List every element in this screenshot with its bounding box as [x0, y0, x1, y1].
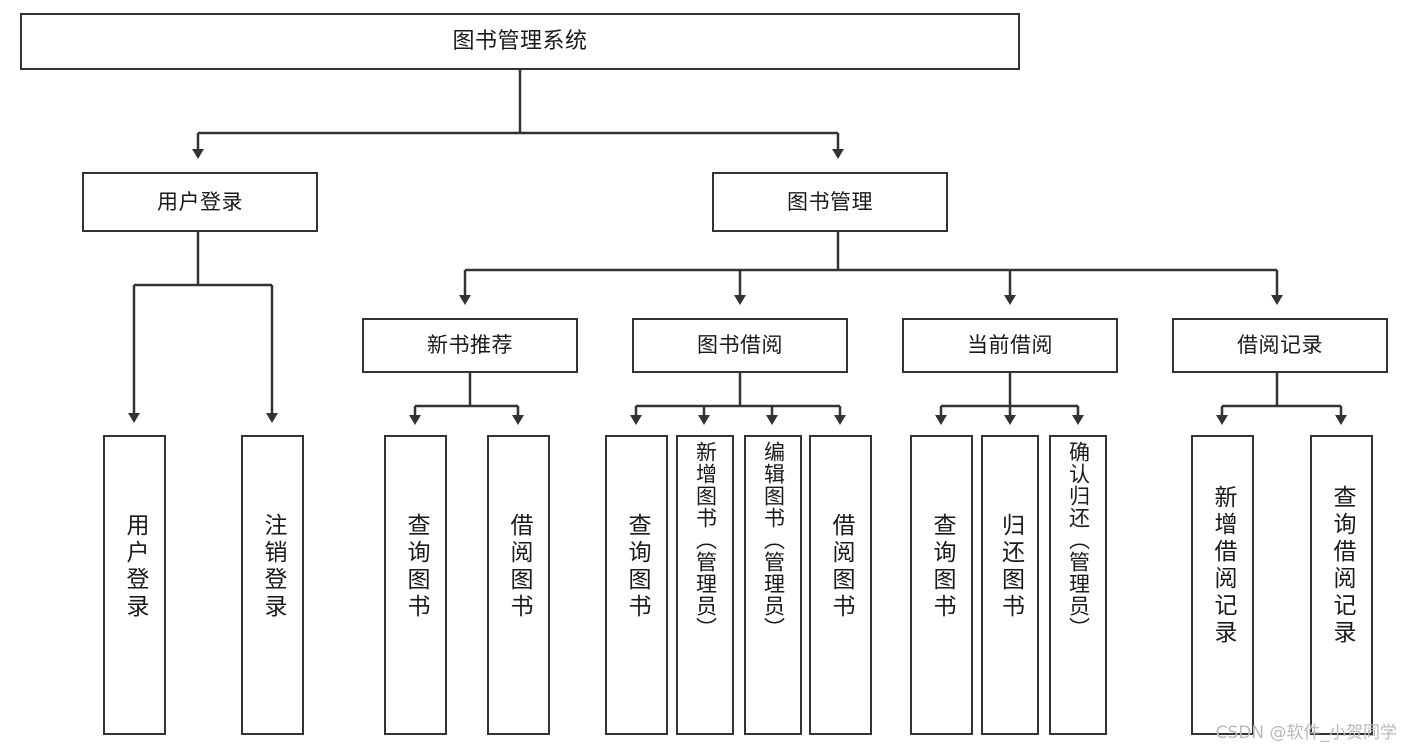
- leaf-current-borrow-query[interactable]: 查询图书: [910, 435, 973, 735]
- leaf-book-borrow-edit[interactable]: 编辑图书（管理员）: [744, 435, 802, 735]
- node-label: 借阅图书: [828, 513, 854, 621]
- csdn-watermark: CSDN @软件_小贺同学: [1215, 723, 1397, 743]
- node-label: 借阅图书: [506, 513, 532, 621]
- leaf-book-borrow-query[interactable]: 查询图书: [605, 435, 668, 735]
- node-new-book-recommend[interactable]: 新书推荐: [362, 318, 578, 373]
- node-label: 用户登录: [122, 513, 148, 621]
- leaf-new-book-query[interactable]: 查询图书: [384, 435, 447, 735]
- leaf-current-borrow-confirm-return[interactable]: 确认归还（管理员）: [1049, 435, 1107, 735]
- leaf-borrow-record-add[interactable]: 新增借阅记录: [1191, 435, 1254, 735]
- node-label: 归还图书: [997, 513, 1024, 621]
- node-label: 注销登录: [260, 513, 286, 621]
- node-label: 用户登录: [157, 189, 243, 214]
- leaf-borrow-record-query[interactable]: 查询借阅记录: [1310, 435, 1373, 735]
- node-label: 编辑图书（管理员）: [761, 441, 786, 639]
- node-label: 查询图书: [929, 513, 955, 621]
- node-label: 图书管理系统: [452, 28, 588, 54]
- leaf-book-borrow-add[interactable]: 新增图书（管理员）: [676, 435, 734, 735]
- node-label: 查询图书: [403, 513, 429, 621]
- leaf-book-borrow-borrow[interactable]: 借阅图书: [809, 435, 872, 735]
- node-book-borrow[interactable]: 图书借阅: [632, 318, 848, 373]
- node-root-book-management-system[interactable]: 图书管理系统: [20, 13, 1020, 70]
- node-label: 当前借阅: [967, 333, 1053, 358]
- node-label: 新增借阅记录: [1210, 485, 1236, 647]
- node-label: 查询借阅记录: [1329, 485, 1355, 647]
- node-label: 新增图书（管理员）: [693, 441, 718, 639]
- leaf-user-login-login[interactable]: 用户登录: [103, 435, 166, 735]
- node-label: 图书借阅: [697, 333, 783, 358]
- leaf-current-borrow-return[interactable]: 归还图书: [981, 435, 1039, 735]
- leaf-new-book-borrow[interactable]: 借阅图书: [487, 435, 550, 735]
- node-label: 确认归还（管理员）: [1066, 441, 1091, 639]
- node-book-management[interactable]: 图书管理: [712, 172, 948, 232]
- node-label: 新书推荐: [427, 333, 513, 358]
- node-user-login[interactable]: 用户登录: [82, 172, 318, 232]
- node-label: 借阅记录: [1237, 333, 1323, 358]
- leaf-user-login-logout[interactable]: 注销登录: [241, 435, 304, 735]
- node-current-borrow[interactable]: 当前借阅: [902, 318, 1118, 373]
- node-borrow-record[interactable]: 借阅记录: [1172, 318, 1388, 373]
- node-label: 图书管理: [787, 189, 873, 214]
- node-label: 查询图书: [624, 513, 650, 621]
